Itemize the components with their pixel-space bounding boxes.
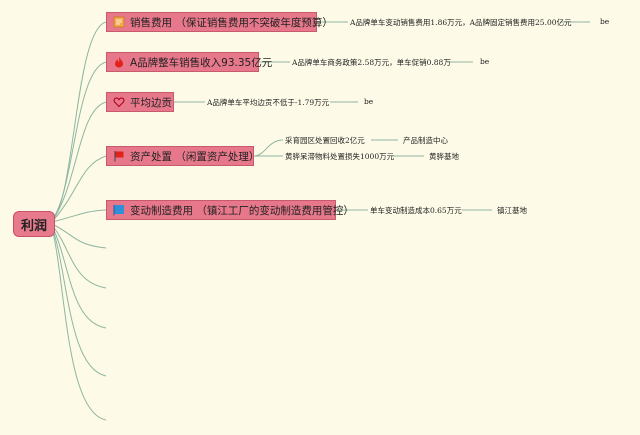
branch-asset-disposal[interactable]: 资产处置 （闲置资产处理）	[106, 146, 259, 166]
link-branch-2	[51, 61, 107, 221]
branch-label: 销售费用 （保证销售费用不突破年度预算）	[130, 16, 333, 29]
root-node[interactable]: 利润	[13, 211, 55, 237]
detail-text: 采育园区处置回收2亿元	[285, 136, 365, 145]
root-label: 利润	[20, 218, 47, 234]
link-empty-3	[51, 225, 107, 329]
detail-text: 单车变动制造成本0.65万元	[370, 206, 462, 215]
branch-average-margin[interactable]: 平均边贡	[106, 92, 174, 112]
detail-owner: be	[480, 57, 490, 66]
link-empty-2	[51, 224, 107, 289]
link-branch-4	[51, 155, 107, 223]
link-empty-5	[51, 227, 107, 421]
link-empty-4	[51, 226, 107, 377]
detail-owner: be	[364, 97, 374, 106]
link-branch-5	[51, 209, 107, 223]
branch-label: A品牌整车销售收入93.35亿元	[130, 56, 273, 69]
link-empty-1	[51, 223, 107, 249]
blue-flag-icon	[113, 204, 125, 216]
red-flag-icon	[113, 150, 125, 162]
branch-label: 变动制造费用 （镇江工厂的变动制造费用管控）	[130, 204, 354, 217]
detail-owner: be	[600, 17, 610, 26]
link-branch-1	[51, 21, 107, 221]
detail-owner: 黄骅基地	[429, 152, 459, 161]
branch-label: 平均边贡	[130, 96, 172, 109]
fire-icon	[113, 56, 125, 68]
branch-label: 资产处置 （闲置资产处理）	[130, 150, 260, 163]
detail-text: 黄骅呆滞物料处置损失1000万元	[285, 152, 395, 161]
detail-text: A品牌单车商务政策2.58万元，单车促销0.88万	[292, 58, 451, 67]
receipt-icon	[113, 16, 125, 28]
detail-owner: 产品制造中心	[403, 136, 448, 145]
heart-icon	[113, 96, 125, 108]
detail-text: A品牌单车变动销售费用1.86万元，A品牌固定销售费用25.00亿元	[350, 18, 572, 27]
detail-owner: 镇江基地	[497, 206, 527, 215]
detail-text: A品牌单车平均边贡不低于-1.79万元	[207, 98, 330, 107]
branch-variable-manufacturing[interactable]: 变动制造费用 （镇江工厂的变动制造费用管控）	[106, 200, 354, 220]
branch-sales-expense[interactable]: 销售费用 （保证销售费用不突破年度预算）	[106, 12, 333, 32]
link-branch-3	[51, 101, 107, 222]
branch-brand-revenue[interactable]: A品牌整车销售收入93.35亿元	[106, 52, 272, 72]
